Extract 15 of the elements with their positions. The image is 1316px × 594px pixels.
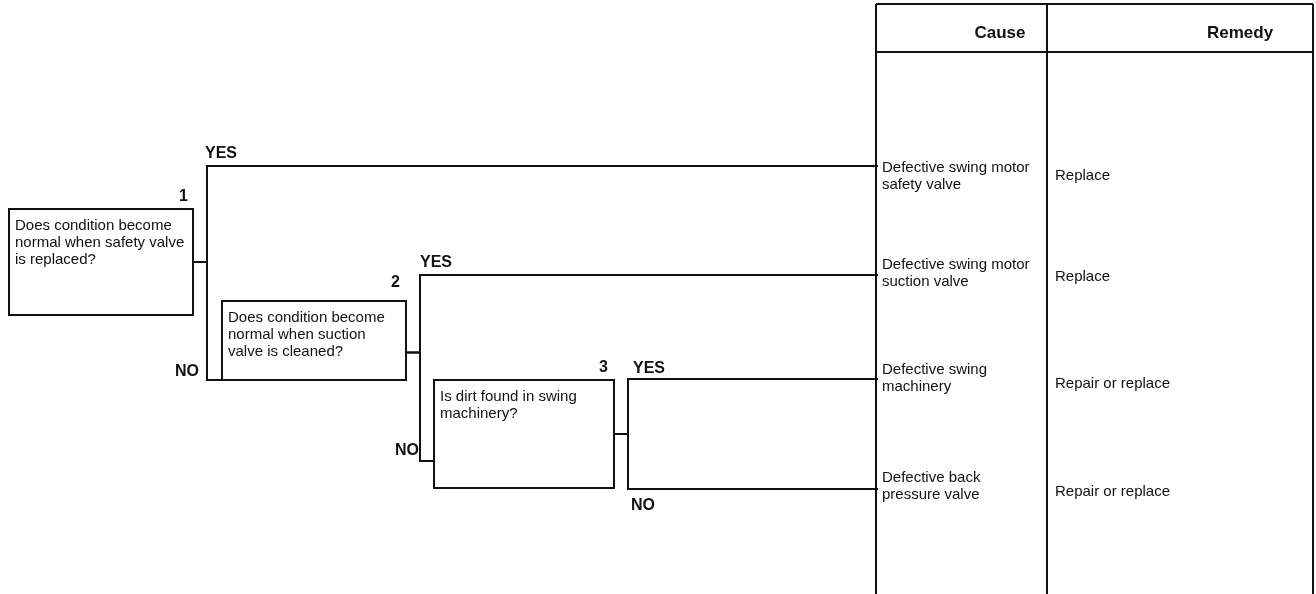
- cause-text: Defective swing machinery: [878, 360, 1046, 400]
- remedy-text: Repair or replace: [1055, 482, 1171, 499]
- column-header: Remedy: [1207, 24, 1274, 42]
- remedy-text: Replace: [1055, 166, 1111, 183]
- cause-text: Defective swing motor suction valve: [878, 255, 1046, 291]
- remedy-text: Repair or replace: [1055, 374, 1171, 391]
- cause-text: Defective back pressure valve: [878, 468, 1046, 508]
- decision-box: Does condition become normal when safety valve is replaced?: [8, 208, 194, 316]
- decision-box: Does condition become normal when suction valve is cleaned?: [221, 300, 407, 381]
- cause-text: Defective swing motor safety valve: [878, 158, 1046, 192]
- decision-box: Is dirt found in swing machinery?: [433, 379, 615, 489]
- connector-line: [614, 433, 879, 490]
- remedy-text: Replace: [1055, 267, 1111, 284]
- connector-line: [193, 261, 222, 381]
- connector-line: [406, 351, 434, 462]
